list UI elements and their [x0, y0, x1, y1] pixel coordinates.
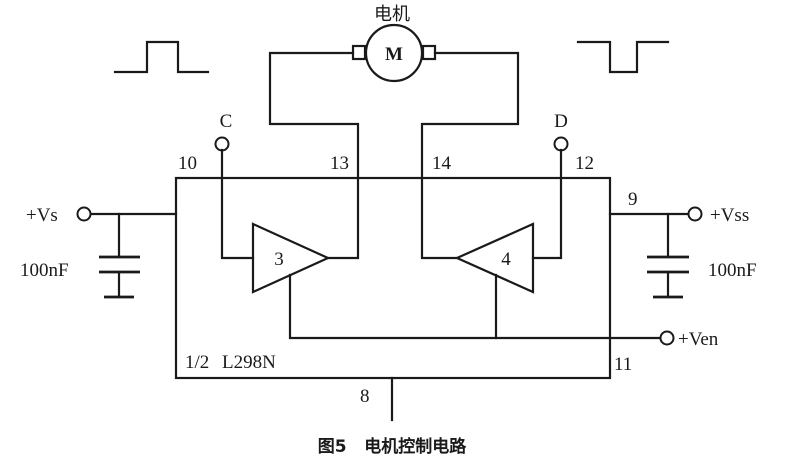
terminal-d-label: D — [554, 111, 568, 132]
left-capacitor-label: 100nF — [20, 260, 69, 281]
terminal-c-wire — [220, 148, 255, 260]
terminal-vs-label: +Vs — [26, 205, 58, 226]
terminal-c-label: C — [220, 111, 233, 132]
negative-pulse-waveform — [576, 40, 670, 74]
l298n-chip-outline — [174, 176, 612, 380]
pin-11-label: 11 — [614, 354, 632, 375]
motor-right-wire — [420, 51, 520, 260]
pin-13-label: 13 — [330, 153, 349, 174]
pin-9-label: 9 — [628, 189, 638, 210]
terminal-ven-label: +Ven — [678, 329, 719, 350]
motor-right-terminal-block — [421, 44, 437, 61]
terminal-vs-circle — [76, 206, 92, 222]
terminal-c-circle — [214, 136, 230, 152]
terminal-ven-circle — [659, 330, 675, 346]
motor-left-wire — [268, 51, 360, 260]
amplifier-3-label: 3 — [274, 249, 284, 270]
terminal-d-circle — [553, 136, 569, 152]
pin-10-label: 10 — [178, 153, 197, 174]
enable-wire-amplifier-3 — [288, 273, 662, 340]
pin-8-label: 8 — [360, 386, 370, 407]
chip-fraction-label: 1/2 — [185, 352, 209, 373]
pin-14-label: 14 — [432, 153, 452, 174]
right-capacitor-label: 100nF — [708, 260, 757, 281]
positive-pulse-waveform — [113, 40, 210, 74]
motor-left-terminal-block — [351, 44, 367, 61]
terminal-vss-circle — [687, 206, 703, 222]
chip-name-label: L298N — [222, 352, 276, 373]
figure-caption: 图5 电机控制电路 — [318, 436, 468, 457]
motor-symbol-label: M — [385, 44, 403, 65]
terminal-vss-label: +Vss — [710, 205, 749, 226]
pin-12-label: 12 — [575, 153, 594, 174]
motor-title: 电机 — [374, 4, 410, 25]
amplifier-4-label: 4 — [501, 249, 511, 270]
terminal-d-wire — [531, 148, 563, 260]
